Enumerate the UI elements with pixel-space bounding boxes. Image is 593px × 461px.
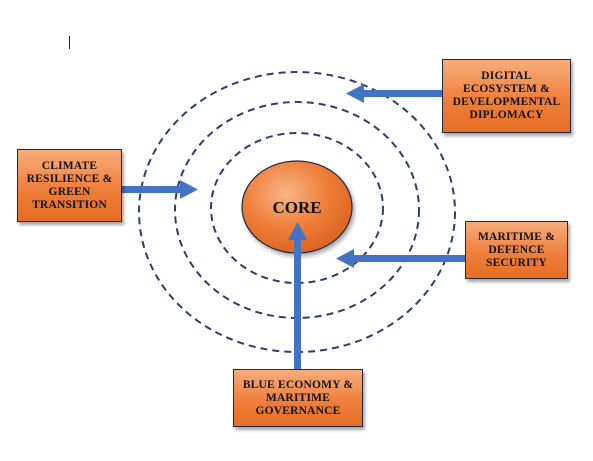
arrow-climate [122, 180, 198, 199]
arrow-maritime [336, 249, 465, 268]
climate-resilience-box: CLIMATE RESILIENCE & GREEN TRANSITION [17, 149, 122, 222]
climate-resilience-label: CLIMATE RESILIENCE & GREEN TRANSITION [26, 159, 113, 211]
text-cursor [69, 36, 70, 49]
arrow-blue [288, 222, 307, 369]
arrow-digital [346, 84, 442, 103]
digital-ecosystem-label: DIGITAL ECOSYSTEM & DEVELOPMENTAL DIPLOM… [452, 70, 561, 121]
blue-economy-label: BLUE ECONOMY & MARITIME GOVERNANCE [242, 378, 354, 417]
maritime-defence-label: MARITIME & DEFENCE SECURITY [477, 230, 556, 269]
digital-ecosystem-box: DIGITAL ECOSYSTEM & DEVELOPMENTAL DIPLOM… [442, 59, 571, 133]
blue-economy-box: BLUE ECONOMY & MARITIME GOVERNANCE [233, 369, 363, 427]
maritime-defence-box: MARITIME & DEFENCE SECURITY [465, 221, 568, 279]
core-label: CORE [272, 198, 321, 217]
